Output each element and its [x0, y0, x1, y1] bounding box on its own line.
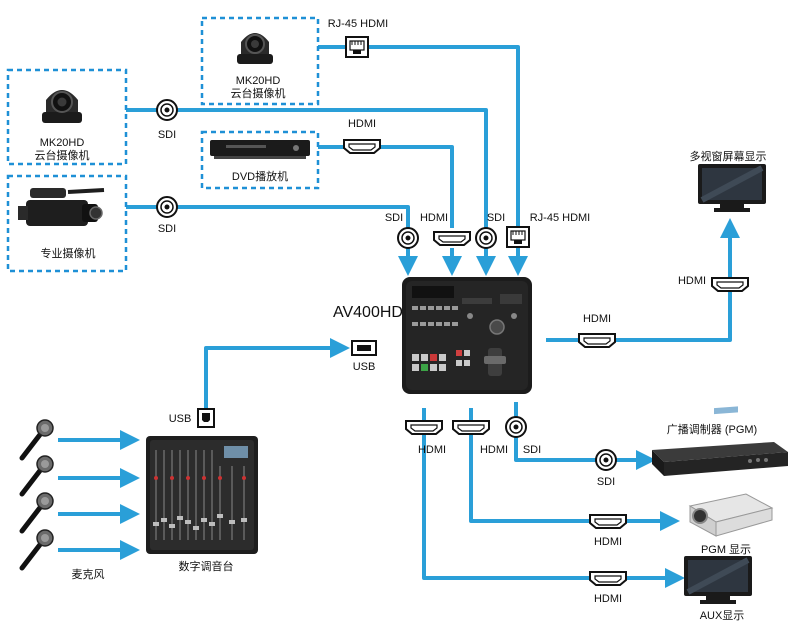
ptz-left-model: MK20HD — [40, 137, 85, 149]
microphone-icon — [22, 530, 53, 568]
ptz-camera-left-box: MK20HD 云台摄像机 — [6, 68, 128, 166]
wire-sdi-camcorder — [126, 205, 410, 230]
hdmi-aux-label: HDMI — [594, 593, 622, 605]
pro-camcorder-box: 专业摄像机 — [6, 174, 128, 273]
projector-name: PGM 显示 — [701, 543, 751, 556]
in-sdi-1-label: SDI — [385, 212, 403, 224]
in-rj45-hdmi-label: RJ-45 HDMI — [530, 212, 591, 224]
ptz-left-name: 云台摄像机 — [35, 148, 90, 162]
wire-rj45-ptz-top — [318, 45, 528, 276]
monitor-icon — [698, 164, 766, 212]
dvd-name: DVD播放机 — [232, 169, 288, 183]
microphone-icon — [22, 493, 53, 531]
projector: PGM 显示 — [688, 493, 774, 556]
camcorder-icon — [18, 188, 105, 226]
usb-mixer-label: USB — [169, 413, 192, 425]
sdi-connector-modulator: SDI — [595, 449, 617, 488]
usb-connector-mixer: USB — [169, 408, 215, 428]
switcher-input-connectors: SDI HDMI SDI RJ-45 HDMI — [385, 212, 591, 249]
in-sdi-2-label: SDI — [487, 212, 505, 224]
mixer-name: 数字调音台 — [179, 559, 234, 573]
microphones: 麦克风 — [22, 420, 105, 581]
rj45-hdmi-top-label: RJ-45 HDMI — [328, 18, 389, 30]
broadcast-modulator: 广播调制器 (PGM) — [652, 406, 788, 476]
projector-icon — [688, 493, 774, 537]
ptz-top-name: 云台摄像机 — [231, 86, 286, 100]
microphone-icon — [22, 420, 53, 458]
multiview-monitor: 多视窗屏幕显示 — [690, 149, 767, 212]
hdmi-connector-aux: HDMI — [589, 571, 627, 605]
out-hdmi-1-label: HDMI — [418, 444, 446, 456]
hdmi-projector-label: HDMI — [594, 536, 622, 548]
switcher-output-connectors: HDMI HDMI SDI — [405, 416, 541, 456]
hdmi-multiview-label: HDMI — [583, 313, 611, 325]
hdmi-multiview-up-label: HDMI — [678, 275, 706, 287]
av400hd-switcher: AV400HD — [333, 277, 532, 394]
ptz-camera-icon — [237, 33, 273, 64]
usb-switcher-label: USB — [353, 361, 376, 373]
sdi-connector-ptz-left: SDI — [156, 99, 178, 141]
ptz-camera-icon — [42, 90, 82, 123]
out-hdmi-2-label: HDMI — [480, 444, 508, 456]
aux-monitor-name: AUX显示 — [700, 609, 745, 622]
multiview-monitor-name: 多视窗屏幕显示 — [690, 149, 767, 163]
dvd-player-box: DVD播放机 — [200, 130, 320, 190]
monitor-icon — [684, 556, 752, 604]
microphone-icon — [22, 456, 53, 494]
camcorder-name: 专业摄像机 — [41, 246, 96, 260]
aux-monitor: AUX显示 — [684, 556, 752, 622]
ptz-camera-top-box: MK20HD 云台摄像机 — [200, 16, 320, 106]
rj45-connector-top: RJ-45 HDMI — [328, 18, 389, 58]
hdmi-connector-multiview: HDMI HDMI — [578, 275, 749, 348]
dvd-player-icon — [210, 140, 310, 159]
wire-out-hdmi-projector — [469, 408, 680, 531]
audio-mixer-icon — [146, 436, 258, 554]
ptz-top-model: MK20HD — [236, 75, 281, 87]
wire-sdi-ptz-left — [126, 108, 488, 232]
sdi-ptz-left-label: SDI — [158, 129, 176, 141]
modulator-name: 广播调制器 (PGM) — [667, 422, 757, 436]
hdmi-connector-projector: HDMI — [589, 514, 627, 548]
microphones-name: 麦克风 — [72, 568, 105, 581]
sdi-connector-camcorder: SDI — [156, 196, 178, 235]
audio-mixer: 数字调音台 — [146, 436, 258, 573]
out-sdi-label: SDI — [523, 444, 541, 456]
usb-connector-switcher: USB — [351, 340, 377, 373]
sdi-camcorder-label: SDI — [158, 223, 176, 235]
hdmi-connector-dvd: HDMI — [343, 118, 381, 154]
wire-usb — [204, 338, 350, 410]
hdmi-dvd-label: HDMI — [348, 118, 376, 130]
rack-device-icon — [652, 406, 788, 476]
in-hdmi-label: HDMI — [420, 212, 448, 224]
sdi-modulator-label: SDI — [597, 476, 615, 488]
video-switcher-icon — [402, 277, 532, 394]
switcher-name: AV400HD — [333, 304, 403, 321]
